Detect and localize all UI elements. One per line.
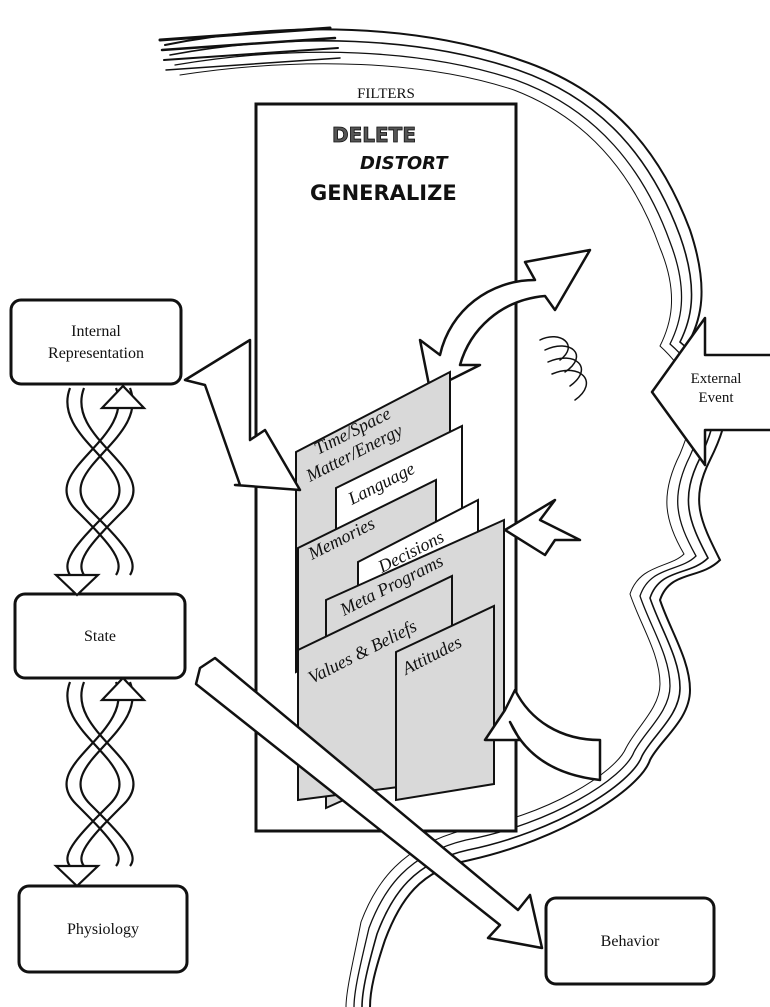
filter-cards: Time/Space Matter/Energy Language Memori… xyxy=(295,370,505,810)
external-event-arrow: External Event xyxy=(650,316,770,467)
head-hatch xyxy=(165,57,341,71)
twisted-connector-top xyxy=(53,384,147,597)
head-profile-line xyxy=(174,51,704,1007)
head-hatch xyxy=(547,357,583,387)
head-profile-line xyxy=(169,40,716,1007)
head-profile xyxy=(158,26,728,1007)
filters-title: FILTERS xyxy=(357,86,415,102)
internal-representation-line2: Representation xyxy=(48,345,144,362)
state-label: State xyxy=(84,628,116,645)
head-profile-line xyxy=(164,28,728,1007)
input-arrows xyxy=(483,498,602,782)
state-box: State xyxy=(13,592,187,680)
head-hatch xyxy=(160,36,337,52)
twisted-connector-bottom xyxy=(53,676,147,888)
external-event-line1: External xyxy=(691,371,742,387)
input-arrow-low xyxy=(483,688,602,782)
behavior-box: Behavior xyxy=(544,896,716,986)
physiology-label: Physiology xyxy=(67,921,139,938)
filters-distort: DISTORT xyxy=(360,153,449,174)
head-hatch xyxy=(551,369,588,401)
head-hatch xyxy=(539,336,569,361)
head-hatch xyxy=(544,345,578,373)
filters-generalize: GENERALIZE xyxy=(310,181,457,205)
internal-representation-line1: Internal xyxy=(71,323,121,340)
physiology-box: Physiology xyxy=(17,884,189,974)
external-event-line2: Event xyxy=(699,390,735,406)
input-arrow-mid xyxy=(503,498,582,557)
arrow-state-to-behavior xyxy=(194,656,544,950)
behavior-label: Behavior xyxy=(601,933,660,950)
head-hatch xyxy=(158,26,332,42)
arrow-to-internal-representation xyxy=(183,338,302,492)
head-hatch xyxy=(163,47,339,61)
filters-delete: DELETE xyxy=(332,123,416,147)
internal-representation-box: Internal Representation xyxy=(9,298,183,386)
